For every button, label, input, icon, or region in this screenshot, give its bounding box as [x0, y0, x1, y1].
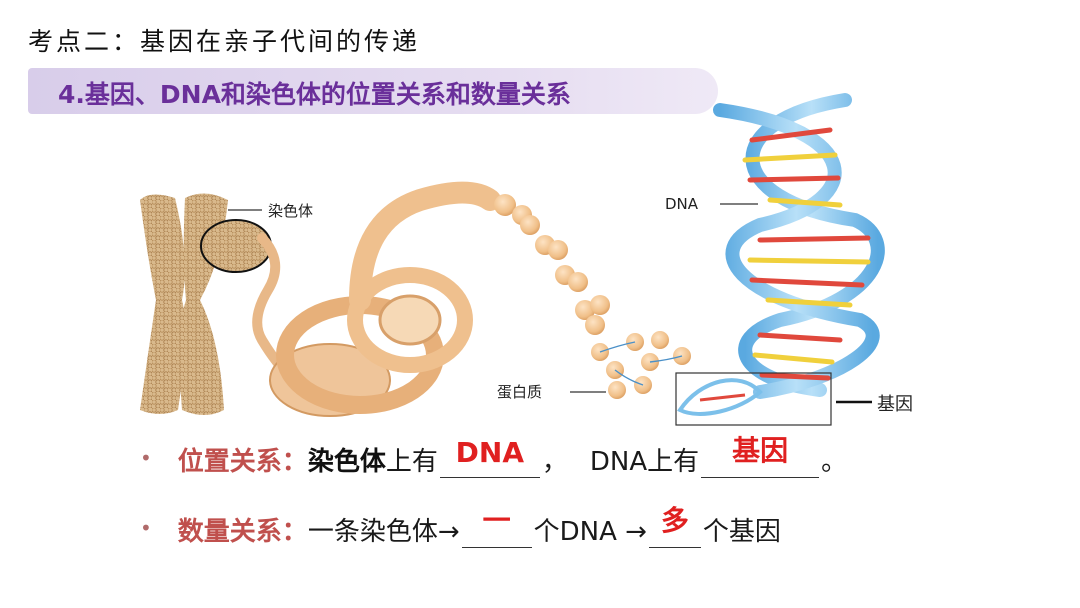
magnifier-circle — [200, 219, 272, 273]
label-chromosome: 染色体 — [268, 202, 313, 220]
nucleosome-beads — [494, 194, 691, 399]
one-chromosome-text: 一条染色体→ — [307, 517, 460, 547]
answer-dna: DNA — [455, 436, 525, 469]
period: 。 — [821, 447, 848, 477]
section-banner: 4.基因、DNA和染色体的位置关系和数量关系 — [28, 68, 718, 114]
bullet-icon: • — [140, 516, 152, 540]
answer-many: 多 — [660, 504, 689, 537]
answer-blank-gene: 基因 — [701, 434, 820, 478]
answer-one: 一 — [482, 504, 511, 537]
gene-box — [675, 372, 832, 426]
label-dna: DNA — [665, 195, 699, 213]
position-relation-label: 位置关系： — [177, 447, 308, 477]
has-text: 上有 — [385, 447, 438, 477]
coiled-solenoid — [269, 181, 501, 417]
answer-blank-many: 多 — [648, 504, 701, 548]
chromosome-term: 染色体 — [307, 447, 386, 477]
dna-double-helix — [677, 93, 885, 416]
label-protein: 蛋白质 — [497, 383, 542, 401]
slide-heading: 考点二：基因在亲子代间的传递 — [28, 27, 421, 56]
banner-title: 4.基因、DNA和染色体的位置关系和数量关系 — [58, 80, 571, 109]
bullet-icon: • — [140, 446, 152, 470]
dna-has-text: DNA上有 — [589, 447, 700, 477]
quantity-relation-label: 数量关系： — [177, 517, 308, 547]
quantity-relation-line: • 数量关系： 一条染色体→ 一 个DNA → 多 个基因 — [140, 504, 781, 548]
gene-count-text: 个基因 — [702, 517, 781, 547]
position-relation-line: • 位置关系： 染色体 上有 DNA ， DNA上有 基因 。 — [140, 434, 848, 478]
answer-blank-one: 一 — [461, 504, 532, 548]
label-gene: 基因 — [877, 394, 913, 415]
dna-count-text: 个DNA → — [533, 517, 647, 547]
comma: ， — [541, 447, 568, 477]
answer-gene: 基因 — [732, 434, 789, 467]
answer-blank-dna: DNA — [439, 436, 540, 478]
